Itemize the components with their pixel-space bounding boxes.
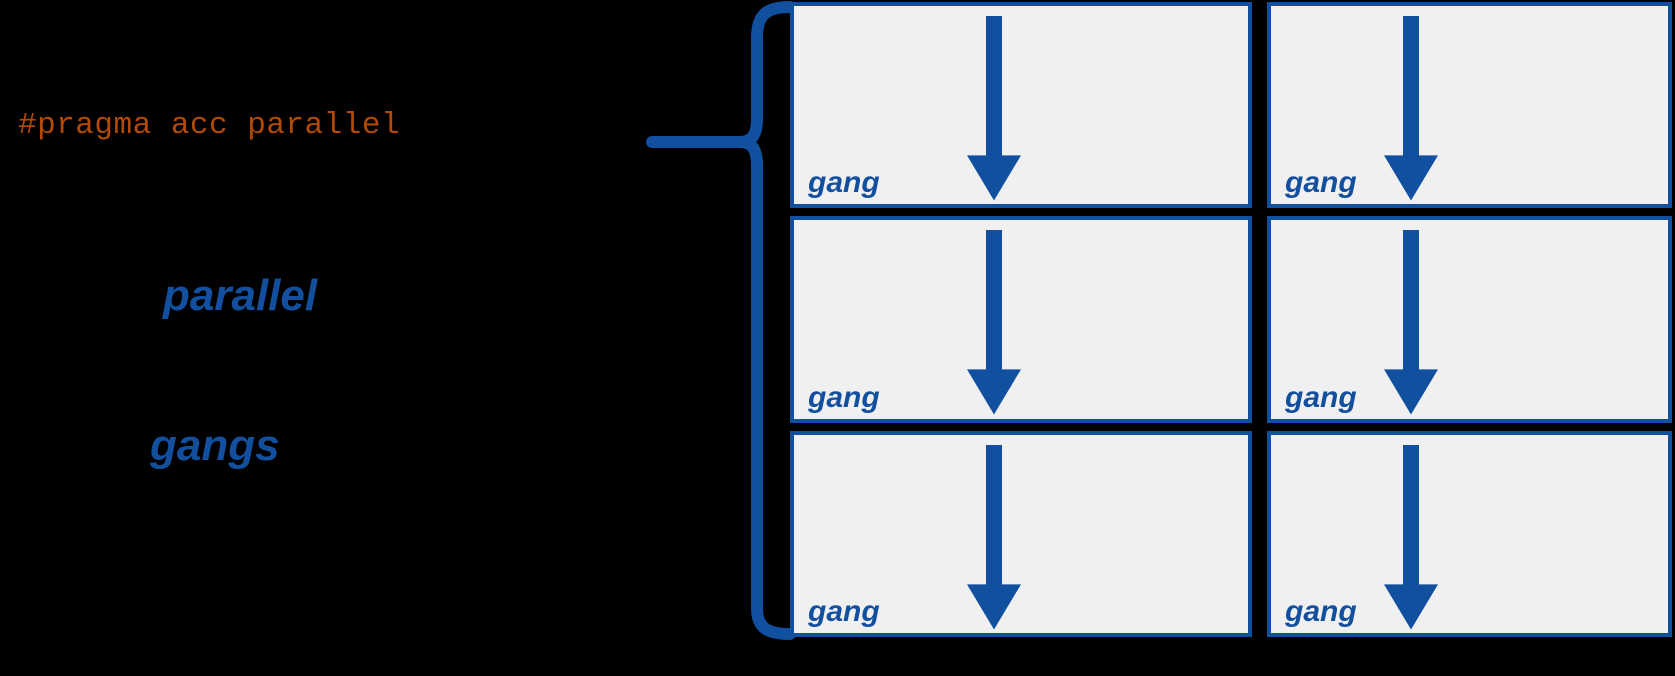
gang-cell[interactable]: gang (1267, 216, 1672, 423)
curly-brace (640, 0, 800, 676)
gang-label: gang (1285, 594, 1357, 628)
gang-cell[interactable]: gang (790, 216, 1252, 423)
row-gutter (790, 208, 1252, 217)
column-gutter (1252, 2, 1267, 209)
gang-label: gang (1285, 166, 1357, 200)
down-arrow-icon (959, 16, 1029, 204)
gang-cell[interactable]: gang (1267, 2, 1672, 209)
gang-label: gang (808, 380, 880, 414)
gang-grid: gang gang gang (790, 2, 1672, 637)
column-gutter (1252, 430, 1267, 637)
parallel-keyword-label: parallel (163, 271, 318, 320)
row-gutter (790, 422, 1252, 431)
gangs-keyword-label: gangs (150, 421, 280, 470)
down-arrow-icon (1376, 16, 1446, 204)
down-arrow-icon (1376, 444, 1446, 633)
gang-label: gang (808, 594, 880, 628)
row-gutter (1267, 422, 1672, 431)
row-gutter (1267, 208, 1672, 217)
gang-label: gang (808, 166, 880, 200)
gang-cell[interactable]: gang (1267, 430, 1672, 637)
gang-cell[interactable]: gang (790, 430, 1252, 637)
gang-label: gang (1285, 380, 1357, 414)
gang-cell[interactable]: gang (790, 2, 1252, 209)
down-arrow-icon (959, 230, 1029, 418)
row-gutter (1252, 208, 1267, 217)
row-gutter (1252, 422, 1267, 431)
down-arrow-icon (1376, 230, 1446, 418)
curly-brace-icon (646, 1, 796, 640)
down-arrow-icon (959, 444, 1029, 633)
pragma-code-label: #pragma acc parallel (18, 108, 401, 143)
column-gutter (1252, 216, 1267, 423)
